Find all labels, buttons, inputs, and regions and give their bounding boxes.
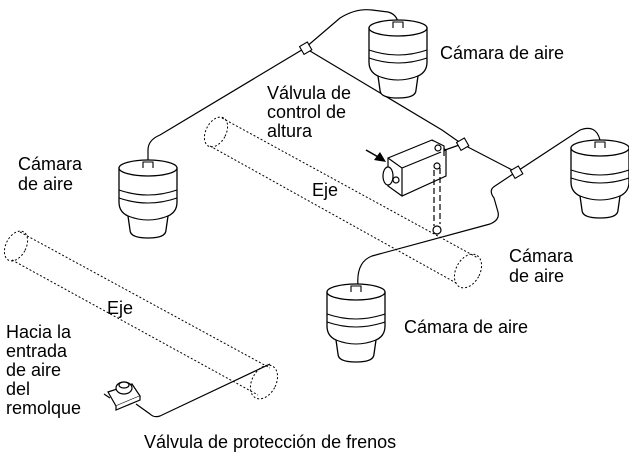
height-control-valve xyxy=(382,139,447,235)
label-height-control-valve: Válvula de control de altura xyxy=(267,83,352,141)
axle-rear xyxy=(203,116,483,289)
label-chamber-right: Cámara de aire xyxy=(509,246,574,286)
axle-front xyxy=(3,230,279,400)
label-chamber-top-right: Cámara de aire xyxy=(440,43,565,63)
label-chamber-bottom: Cámara de aire xyxy=(404,317,529,337)
label-chamber-left: Cámara de aire xyxy=(18,154,83,194)
label-trailer-inlet: Hacia la entrada de aire del remolque xyxy=(6,322,82,418)
air-chamber-bottom xyxy=(326,283,386,363)
label-axle-rear: Eje xyxy=(312,180,339,200)
label-brake-protection-valve: Válvula de protección de frenos xyxy=(144,432,397,452)
valve-pointer-arrow xyxy=(365,149,386,162)
air-chamber-top-right xyxy=(368,19,428,99)
air-lines xyxy=(135,9,601,418)
pipe-fittings xyxy=(298,41,524,180)
air-chamber-right xyxy=(570,139,629,219)
air-chamber-left xyxy=(118,159,178,239)
brake-protection-valve xyxy=(103,381,141,411)
label-axle-front: Eje xyxy=(107,298,134,318)
